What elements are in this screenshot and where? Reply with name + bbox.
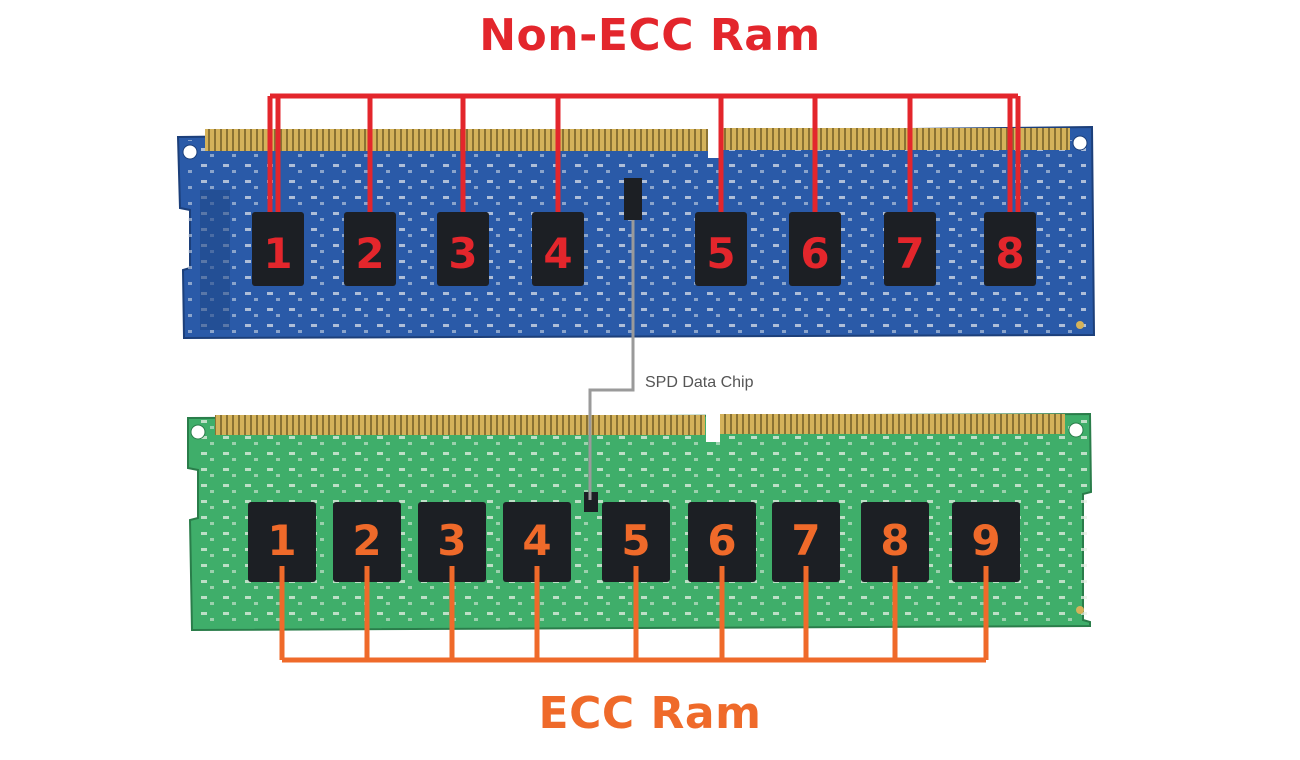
ecc-chip-number: 6 [707,516,736,565]
ecc-gold-contacts-left [215,415,705,435]
ecc-chip-number: 3 [437,516,466,565]
non-ecc-pcb-components [186,140,1086,335]
ecc-chip-number: 2 [352,516,381,565]
ecc-chip-number: 9 [971,516,1000,565]
ecc-title: ECC Ram [0,688,1300,739]
ecc-chip-number: 4 [522,516,551,565]
ecc-key-notch [706,414,720,442]
non-ecc-chip-number: 8 [995,229,1024,278]
spd-label: SPD Data Chip [645,374,754,391]
non-ecc-chip-number: 7 [895,229,924,278]
non-ecc-key-notch [708,128,720,158]
ecc-mount-hole-right [1069,423,1083,437]
non-ecc-chip-number: 1 [263,229,292,278]
non-ecc-spd-chip [624,178,642,220]
non-ecc-chip-number: 4 [543,229,572,278]
non-ecc-chip-number: 6 [800,229,829,278]
non-ecc-gold-contacts-left [205,129,710,151]
ecc-chip-number: 1 [267,516,296,565]
non-ecc-chip-number: 2 [355,229,384,278]
ecc-mount-hole-left [191,425,205,439]
non-ecc-chip-number: 5 [706,229,735,278]
non-ecc-pad [1076,321,1084,329]
non-ecc-chip-number: 3 [448,229,477,278]
non-ecc-mount-hole-left [183,145,197,159]
ecc-gold-contacts-right [720,414,1065,434]
ecc-chip-number: 8 [880,516,909,565]
non-ecc-resistor-bank [200,190,230,330]
ecc-pad [1076,606,1084,614]
non-ecc-mount-hole-right [1073,136,1087,150]
ecc-chip-number: 5 [621,516,650,565]
non-ecc-module [178,127,1094,338]
ecc-chip-number: 7 [791,516,820,565]
